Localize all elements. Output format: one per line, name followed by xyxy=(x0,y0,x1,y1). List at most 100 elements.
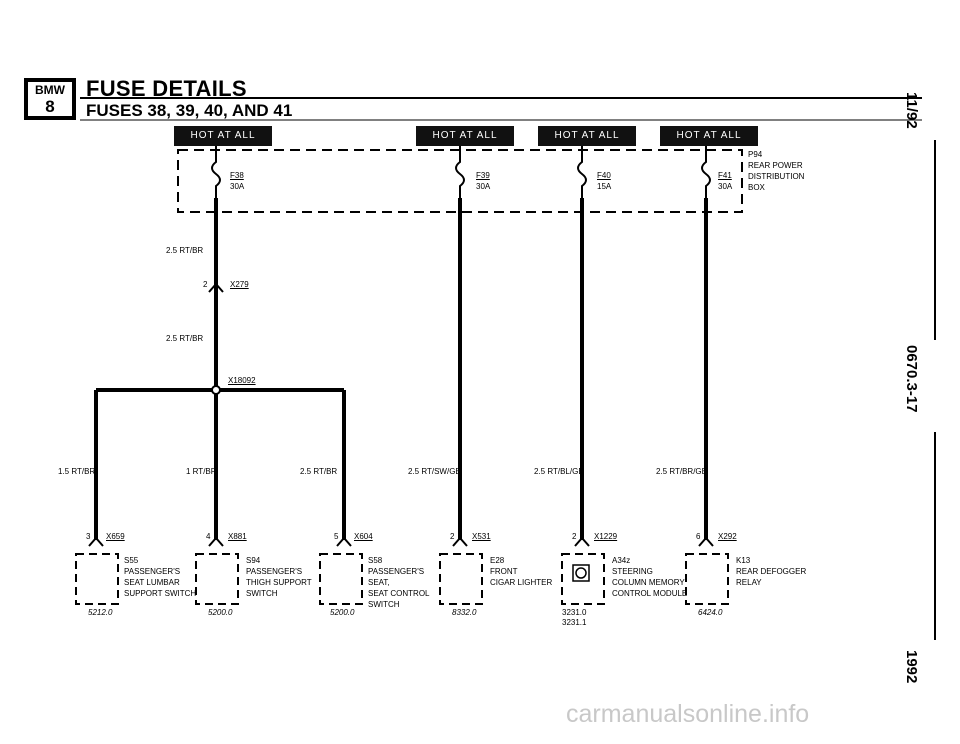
x292-connector-mark xyxy=(698,536,714,547)
s55-id: S55 xyxy=(124,556,139,565)
s55-line2: SEAT LUMBAR xyxy=(124,578,180,587)
s58-line2: SEAT, xyxy=(368,578,390,587)
margin-date: 11/92 xyxy=(903,92,920,129)
watermark: carmanualsonline.info xyxy=(566,700,810,728)
k13-box xyxy=(685,553,729,605)
x659-connector-mark xyxy=(88,536,104,547)
margin-year: 1992 xyxy=(903,650,920,684)
s55-pin: 3 xyxy=(86,532,91,541)
a34z-ref2: 3231.1 xyxy=(562,618,587,627)
fuse-f41-id: F41 xyxy=(718,171,732,180)
s94-line1: PASSENGER'S xyxy=(246,567,303,576)
margin-page-code: 0670.3-17 xyxy=(903,345,920,413)
k13-ref: 6424.0 xyxy=(698,608,723,617)
fuse-f40-rating: 15A xyxy=(597,182,612,191)
page-subtitle: FUSES 38, 39, 40, AND 41 xyxy=(86,101,293,120)
fuse-f39-id: F39 xyxy=(476,171,490,180)
bmw-logo: BMW 8 xyxy=(24,78,76,120)
splice-dot xyxy=(211,385,221,395)
s58-connector: X604 xyxy=(354,532,373,541)
fuse-f38-id: F38 xyxy=(230,171,244,180)
fuse-f38-rating: 30A xyxy=(230,182,245,191)
s94-pin: 4 xyxy=(206,532,211,541)
a34z-pin: 2 xyxy=(572,532,577,541)
hot-label-f38: HOT AT ALL TIMES xyxy=(174,126,272,161)
fuse-f39-rating: 30A xyxy=(476,182,491,191)
s58-box xyxy=(319,553,363,605)
s58-line4: SWITCH xyxy=(368,600,400,609)
k13-pin: 6 xyxy=(696,532,701,541)
fuse-f40-id: F40 xyxy=(597,171,611,180)
wire-label-main-upper: 2.5 RT/BR xyxy=(166,246,204,255)
s55-line1: PASSENGER'S xyxy=(124,567,181,576)
e28-pin: 2 xyxy=(450,532,455,541)
fuse-f41-symbol xyxy=(701,146,711,198)
fuse-f41-rating: 30A xyxy=(718,182,733,191)
a34z-ref: 3231.0 xyxy=(562,608,587,617)
e28-line1: FRONT xyxy=(490,567,518,576)
x881-connector-mark xyxy=(208,536,224,547)
wire-label-f39: 2.5 RT/SW/GE xyxy=(408,467,461,476)
s94-line3: SWITCH xyxy=(246,589,278,598)
fuse-f40-symbol xyxy=(577,146,587,198)
x279-pin: 2 xyxy=(203,280,208,289)
a34z-connector: X1229 xyxy=(594,532,618,541)
a34z-box xyxy=(561,553,605,605)
distribution-box-line2: DISTRIBUTION xyxy=(748,172,805,181)
a34z-id: A34z xyxy=(612,556,631,565)
s58-line3: SEAT CONTROL xyxy=(368,589,430,598)
s58-line1: PASSENGER'S xyxy=(368,567,425,576)
hot-label-f39: HOT AT ALL TIMES xyxy=(416,126,514,161)
fuse-f39-symbol xyxy=(455,146,465,198)
s94-id: S94 xyxy=(246,556,261,565)
s94-box xyxy=(195,553,239,605)
a34z-line3: CONTROL MODULE xyxy=(612,589,688,598)
hot-label-f40: HOT AT ALL TIMES xyxy=(538,126,636,161)
k13-line2: RELAY xyxy=(736,578,762,587)
x604-connector-mark xyxy=(336,536,352,547)
s94-ref: 5200.0 xyxy=(208,608,233,617)
wire-label-right: 2.5 RT/BR xyxy=(300,467,338,476)
distribution-box-line1: REAR POWER xyxy=(748,161,803,170)
s55-line3: SUPPORT SWITCH xyxy=(124,589,197,598)
wire-label-f40: 2.5 RT/BL/GE xyxy=(534,467,584,476)
s58-id: S58 xyxy=(368,556,383,565)
x279-connector-mark xyxy=(208,282,224,293)
wire-label-main-lower: 2.5 RT/BR xyxy=(166,334,204,343)
s58-ref: 5200.0 xyxy=(330,608,355,617)
e28-line2: CIGAR LIGHTER xyxy=(490,578,553,587)
e28-connector: X531 xyxy=(472,532,491,541)
page-title: FUSE DETAILS xyxy=(86,76,247,101)
x279-label: X279 xyxy=(230,280,249,289)
s94-connector: X881 xyxy=(228,532,247,541)
logo-brand: BMW xyxy=(28,82,72,98)
distribution-box-line3: BOX xyxy=(748,183,765,192)
s55-box xyxy=(75,553,119,605)
distribution-box-id: P94 xyxy=(748,150,763,159)
wire-label-middle: 1 RT/BR xyxy=(186,467,217,476)
a34z-line2: COLUMN MEMORY xyxy=(612,578,685,587)
s94-line2: THIGH SUPPORT xyxy=(246,578,312,587)
wire-label-f41: 2.5 RT/BR/GE xyxy=(656,467,707,476)
k13-id: K13 xyxy=(736,556,751,565)
x531-connector-mark xyxy=(452,536,468,547)
k13-line1: REAR DEFOGGER xyxy=(736,567,807,576)
hot-label-f41: HOT AT ALL TIMES xyxy=(660,126,758,161)
s55-ref: 5212.0 xyxy=(88,608,113,617)
s55-connector: X659 xyxy=(106,532,125,541)
steering-wheel-icon xyxy=(575,567,587,579)
e28-ref: 8332.0 xyxy=(452,608,477,617)
logo-series: 8 xyxy=(28,98,72,116)
fuse-f38-symbol xyxy=(211,146,221,198)
s58-pin: 5 xyxy=(334,532,339,541)
x1229-connector-mark xyxy=(574,536,590,547)
a34z-line1: STEERING xyxy=(612,567,653,576)
splice-label: X18092 xyxy=(228,376,256,385)
wire-label-left: 1.5 RT/BR xyxy=(58,467,96,476)
e28-box xyxy=(439,553,483,605)
steering-icon xyxy=(572,564,590,582)
e28-id: E28 xyxy=(490,556,505,565)
k13-connector: X292 xyxy=(718,532,737,541)
